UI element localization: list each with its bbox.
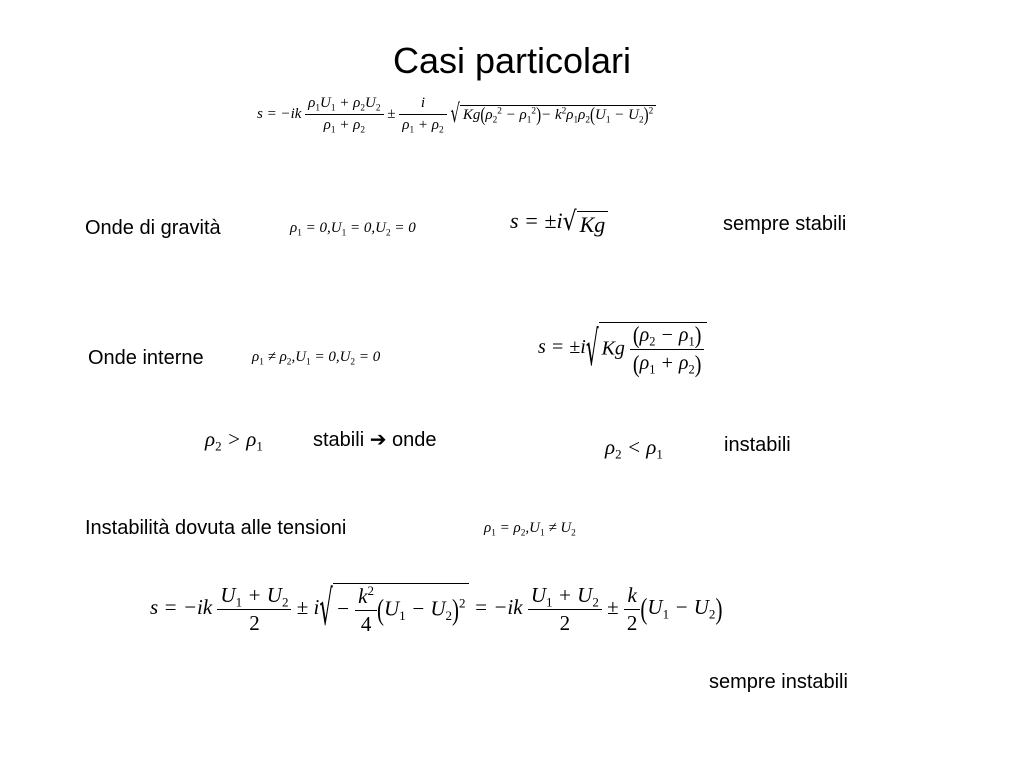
gravity-formula: s = ±i√Kg	[510, 209, 609, 236]
arrow-right-icon: ➔	[369, 427, 387, 451]
stable-waves-text: stabili ➔ onde	[313, 427, 437, 452]
tension-instability-label: Instabilità dovuta alle tensioni	[85, 517, 347, 539]
page-title: Casi particolari	[392, 40, 632, 81]
tension-condition: ρ1 = ρ2,U1 ≠ U2	[484, 520, 576, 539]
internal-condition: ρ1 ≠ ρ2,U1 = 0,U2 = 0	[252, 349, 381, 368]
internal-formula: s = ±i√Kg (ρ2 − ρ1)(ρ1 + ρ2)	[538, 322, 708, 377]
unstable-label: instabili	[724, 434, 791, 456]
gravity-condition: ρ1 = 0,U1 = 0,U2 = 0	[290, 220, 416, 239]
waves-label: onde	[392, 429, 437, 451]
stable-label: stabili	[313, 429, 365, 451]
gravity-result: sempre stabili	[723, 213, 847, 235]
unstable-condition: ρ2 < ρ1	[605, 435, 663, 462]
tension-result: sempre instabili	[709, 671, 848, 693]
internal-waves-label: Onde interne	[88, 347, 204, 369]
stable-condition: ρ2 > ρ1	[205, 427, 263, 454]
gravity-waves-label: Onde di gravità	[85, 217, 221, 239]
